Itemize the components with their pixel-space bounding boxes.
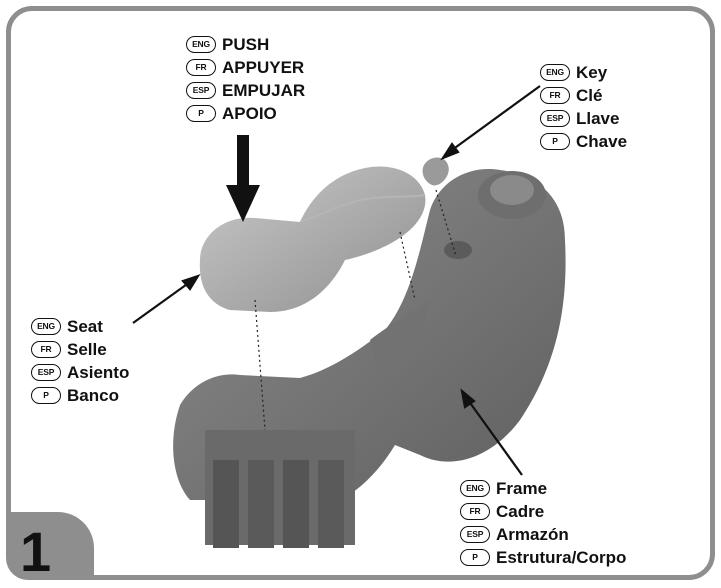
seat-text-fr: Selle: [67, 340, 107, 360]
lang-badge-p: P: [186, 105, 216, 122]
lang-badge-esp: ESP: [460, 526, 490, 543]
key-text-eng: Key: [576, 63, 607, 83]
frame-label-group: ENG Frame FR Cadre ESP Armazón P Estrutu…: [460, 477, 626, 569]
seat-text-p: Banco: [67, 386, 119, 406]
frame-label-fr: FR Cadre: [460, 500, 626, 523]
key-label-p: P Chave: [540, 130, 627, 153]
lang-badge-p: P: [540, 133, 570, 150]
seat-label-p: P Banco: [31, 384, 129, 407]
key-text-fr: Clé: [576, 86, 602, 106]
push-text-p: APOIO: [222, 104, 277, 124]
push-label-p: P APOIO: [186, 102, 305, 125]
frame-text-eng: Frame: [496, 479, 547, 499]
frame-label-esp: ESP Armazón: [460, 523, 626, 546]
lang-badge-fr: FR: [31, 341, 61, 358]
lang-badge-eng: ENG: [540, 64, 570, 81]
push-text-fr: APPUYER: [222, 58, 304, 78]
lang-badge-eng: ENG: [31, 318, 61, 335]
frame-label-eng: ENG Frame: [460, 477, 626, 500]
push-label-fr: FR APPUYER: [186, 56, 305, 79]
seat-text-esp: Asiento: [67, 363, 129, 383]
seat-label-fr: FR Selle: [31, 338, 129, 361]
lang-badge-fr: FR: [460, 503, 490, 520]
seat-label-eng: ENG Seat: [31, 315, 129, 338]
push-arrow-icon: [226, 135, 260, 222]
key-label-esp: ESP Llave: [540, 107, 627, 130]
frame-text-esp: Armazón: [496, 525, 569, 545]
seat-label-esp: ESP Asiento: [31, 361, 129, 384]
seat-pointer-arrow: [133, 276, 198, 323]
lang-badge-p: P: [460, 549, 490, 566]
key-text-p: Chave: [576, 132, 627, 152]
push-label-eng: ENG PUSH: [186, 33, 305, 56]
frame-text-fr: Cadre: [496, 502, 544, 522]
step-number: 1: [20, 522, 80, 582]
push-label-group: ENG PUSH FR APPUYER ESP EMPUJAR P APOIO: [186, 33, 305, 125]
seat-label-group: ENG Seat FR Selle ESP Asiento P Banco: [31, 315, 129, 407]
lang-badge-esp: ESP: [540, 110, 570, 127]
push-label-esp: ESP EMPUJAR: [186, 79, 305, 102]
key-label-eng: ENG Key: [540, 61, 627, 84]
key-part: [423, 158, 449, 186]
key-label-fr: FR Clé: [540, 84, 627, 107]
lang-badge-eng: ENG: [460, 480, 490, 497]
push-text-esp: EMPUJAR: [222, 81, 305, 101]
lang-badge-p: P: [31, 387, 61, 404]
key-label-group: ENG Key FR Clé ESP Llave P Chave: [540, 61, 627, 153]
lang-badge-fr: FR: [186, 59, 216, 76]
seat-text-eng: Seat: [67, 317, 103, 337]
frame-text-p: Estrutura/Corpo: [496, 548, 626, 568]
key-text-esp: Llave: [576, 109, 619, 129]
key-pointer-arrow: [443, 86, 540, 158]
push-text-eng: PUSH: [222, 35, 269, 55]
lang-badge-esp: ESP: [186, 82, 216, 99]
lang-badge-fr: FR: [540, 87, 570, 104]
frame-label-p: P Estrutura/Corpo: [460, 546, 626, 569]
lang-badge-eng: ENG: [186, 36, 216, 53]
lang-badge-esp: ESP: [31, 364, 61, 381]
